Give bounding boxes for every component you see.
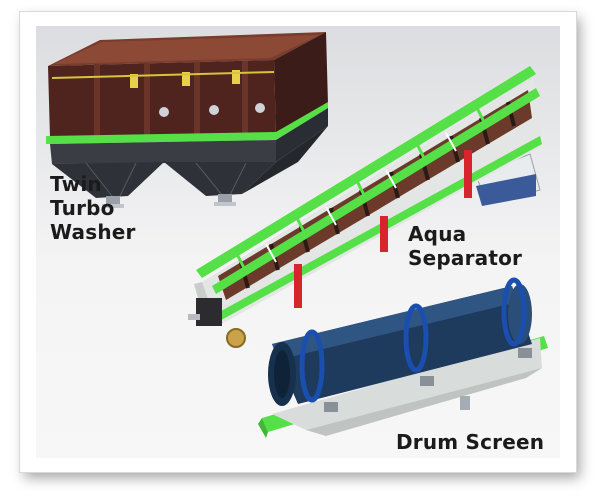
image-frame: Twin Turbo Washer Aqua Separator Drum Sc… [20,12,576,472]
aqua-separator-label: Aqua Separator [408,222,523,270]
aqua-separator-illustration [188,66,542,348]
drum-screen-label: Drum Screen [396,430,545,454]
twin-turbo-washer-illustration [46,32,328,208]
drum-screen-illustration [258,277,548,438]
twin-turbo-washer-line-1: Twin [50,172,102,196]
twin-turbo-washer-line-2: Turbo [50,196,115,220]
twin-turbo-washer-label: Twin Turbo Washer [50,172,136,244]
equipment-illustration [46,32,548,438]
equipment-panel: Twin Turbo Washer Aqua Separator Drum Sc… [36,26,560,458]
twin-turbo-washer-line-3: Washer [50,220,136,244]
